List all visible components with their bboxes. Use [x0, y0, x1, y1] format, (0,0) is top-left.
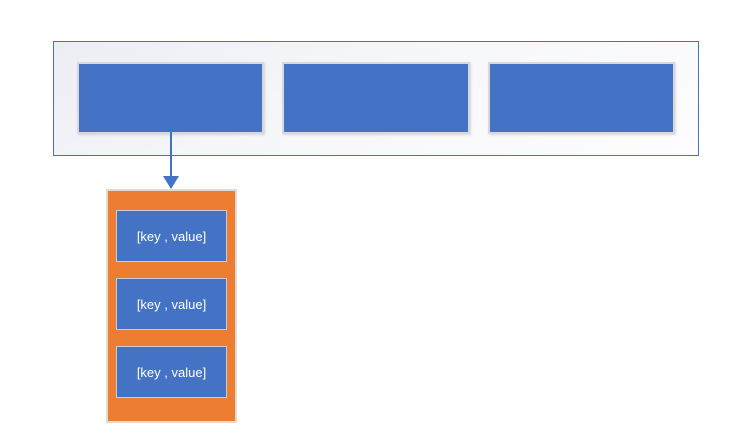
key-value-entry: [key , value]: [116, 210, 227, 262]
key-value-entry: [key , value]: [116, 346, 227, 398]
bucket-cell-1: [77, 62, 265, 134]
bucket-cell-3: [487, 62, 675, 134]
bucket-array-container: [53, 41, 699, 156]
key-value-entry: [key , value]: [116, 278, 227, 330]
bucket-cell-2: [282, 62, 470, 134]
down-arrow-icon: [163, 176, 179, 189]
connector-line: [170, 131, 172, 177]
entry-list-bucket: [key , value] [key , value] [key , value…: [106, 189, 237, 423]
